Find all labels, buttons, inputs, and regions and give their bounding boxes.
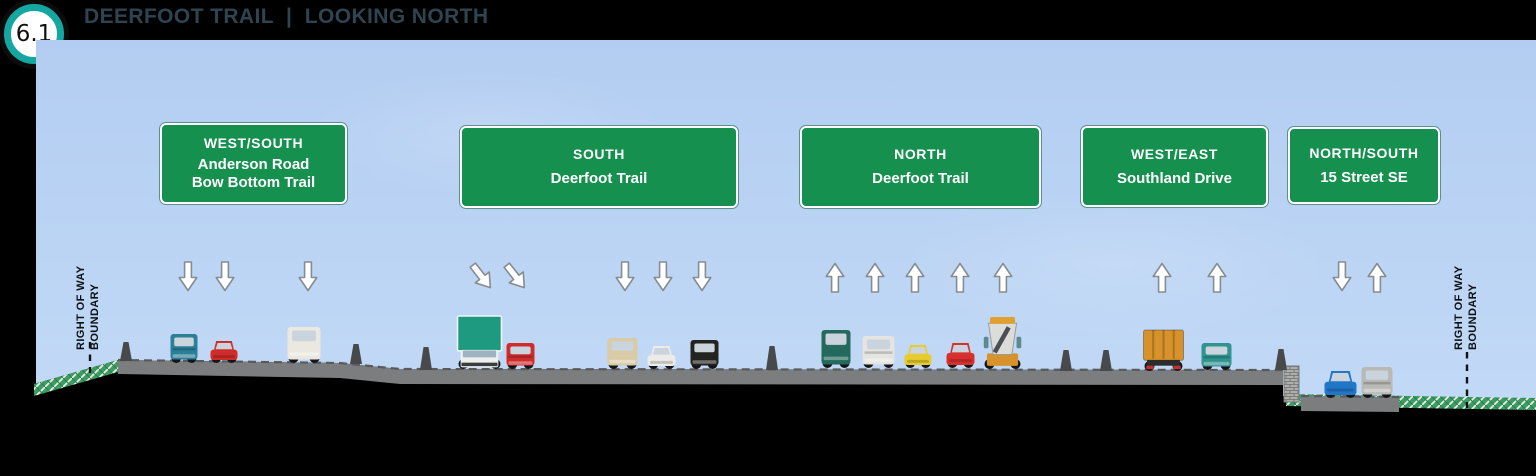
sign-road-name: 15 Street SE xyxy=(1320,168,1408,186)
traffic-direction-arrow-down xyxy=(178,261,198,292)
vehicle-car xyxy=(210,341,238,363)
concrete-barrier xyxy=(1060,350,1072,371)
traffic-direction-arrow-down xyxy=(615,261,635,292)
traffic-direction-arrow-up xyxy=(865,262,885,293)
vehicle-van xyxy=(287,327,321,363)
vehicle-pickup xyxy=(862,336,895,368)
traffic-direction-arrow-down xyxy=(692,261,712,292)
left-slope-hatch xyxy=(34,360,118,396)
traffic-direction-arrow-down-right xyxy=(503,262,526,289)
lower-road-surface xyxy=(1301,396,1399,412)
main-road-surface xyxy=(118,360,1283,385)
concrete-barrier xyxy=(120,342,132,361)
traffic-direction-arrow-down-right xyxy=(469,262,492,289)
guide-sign-south-deerfoot: SOUTH Deerfoot Trail xyxy=(459,125,739,209)
ground-underfill xyxy=(34,360,1536,476)
concrete-barrier xyxy=(350,344,362,364)
sign-direction: WEST/EAST xyxy=(1130,145,1219,162)
traffic-direction-arrow-down xyxy=(215,261,235,292)
vehicles-layer xyxy=(170,315,1393,398)
guide-sign-anderson-road: WEST/SOUTH Anderson Road Bow Bottom Trai… xyxy=(159,122,348,205)
section-number-badge: 6.1 xyxy=(4,4,64,64)
retaining-wall xyxy=(1283,365,1300,403)
concrete-barrier xyxy=(420,347,432,370)
vehicle-car xyxy=(946,343,975,368)
vehicle-suv xyxy=(607,338,638,369)
traffic-direction-arrow-up xyxy=(1207,262,1227,293)
sign-direction: NORTH/SOUTH xyxy=(1309,144,1419,161)
traffic-direction-arrow-up xyxy=(825,262,845,293)
vehicle-pickup xyxy=(170,334,198,363)
vehicle-dump xyxy=(1143,329,1184,371)
traffic-direction-arrow-up xyxy=(1152,262,1172,293)
traffic-direction-arrow-up xyxy=(993,262,1013,293)
vehicle-car xyxy=(1324,371,1357,398)
traffic-direction-arrow-up xyxy=(905,262,925,293)
sign-direction: NORTH xyxy=(894,146,947,162)
sign-direction: SOUTH xyxy=(573,146,625,162)
traffic-direction-arrow-down xyxy=(653,261,673,292)
concrete-barrier xyxy=(1100,350,1112,371)
sign-road-name: Anderson Road xyxy=(197,156,310,173)
vehicle-mixer xyxy=(983,317,1022,369)
vehicle-pickup xyxy=(506,343,535,369)
traffic-direction-arrow-up xyxy=(1367,262,1387,293)
vehicle-van xyxy=(821,330,851,368)
vehicle-boxtruck xyxy=(456,315,503,369)
row-boundary-label-right: RIGHT OF WAY BOUNDARY xyxy=(1453,265,1480,350)
guide-sign-southland-drive: WEST/EAST Southland Drive xyxy=(1080,125,1269,208)
sign-road-name: Deerfoot Trail xyxy=(872,170,969,187)
sign-road-name: Deerfoot Trail xyxy=(550,170,648,187)
lower-road-edge xyxy=(1300,394,1400,399)
traffic-direction-arrow-up xyxy=(950,262,970,293)
concrete-barriers-layer xyxy=(120,342,1287,371)
traffic-direction-arrow-down xyxy=(1332,261,1352,292)
row-boundary-label-left: RIGHT OF WAY BOUNDARY xyxy=(75,265,102,350)
traffic-direction-arrow-down xyxy=(298,261,318,292)
page-title: DEERFOOT TRAIL | LOOKING NORTH xyxy=(84,5,489,28)
sky-background xyxy=(36,40,1536,413)
guide-sign-north-deerfoot: NORTH Deerfoot Trail xyxy=(799,125,1042,209)
sign-road-name: Southland Drive xyxy=(1116,169,1232,187)
vehicle-pickup xyxy=(1361,367,1393,398)
guide-sign-15-street-se: NORTH/SOUTH 15 Street SE xyxy=(1287,126,1441,205)
concrete-barrier xyxy=(766,346,778,370)
vehicle-car xyxy=(647,346,676,369)
vehicle-van xyxy=(690,340,719,369)
vehicle-car xyxy=(904,345,932,368)
sign-road-name: Bow Bottom Trail xyxy=(191,174,316,191)
sign-direction: WEST/SOUTH xyxy=(203,135,304,151)
lane-direction-arrows-layer xyxy=(178,261,1387,293)
vehicle-pickup xyxy=(1201,343,1232,370)
concrete-barrier xyxy=(1275,349,1287,370)
